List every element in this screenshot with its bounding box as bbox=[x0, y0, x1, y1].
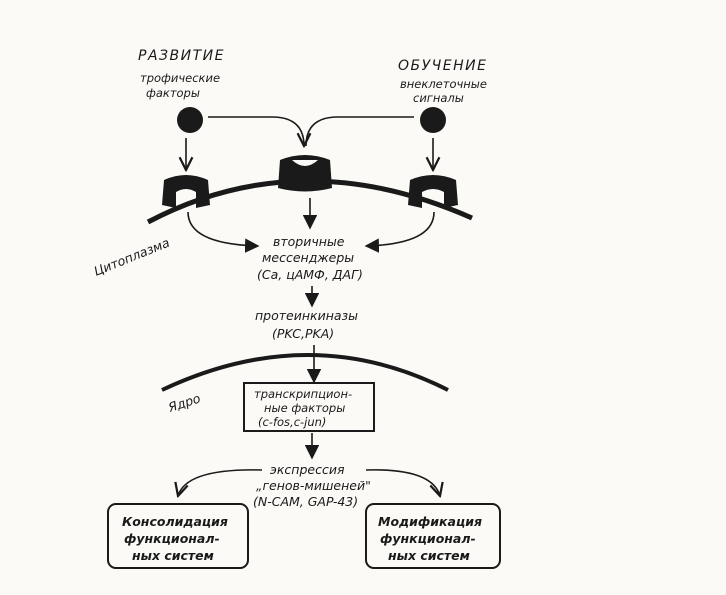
learning-sub2: сигналы bbox=[413, 91, 464, 105]
development-sub2: факторы bbox=[146, 86, 200, 100]
modification-line3: ных систем bbox=[388, 548, 470, 563]
expression-to-modification-arrow bbox=[365, 469, 440, 496]
right-to-messengers-arrow bbox=[364, 211, 435, 253]
consolidation-box bbox=[107, 503, 249, 569]
nuclear-membrane bbox=[161, 353, 449, 392]
transcription-line1: транскрипцион- bbox=[254, 387, 352, 401]
messengers-line2: мессенджеры bbox=[262, 250, 354, 265]
modification-line1: Модификация bbox=[378, 514, 482, 529]
consolidation-line1: Консолидация bbox=[122, 514, 228, 529]
modification-line2: функционал- bbox=[380, 531, 476, 546]
expression-line1: экспрессия bbox=[270, 462, 345, 477]
cytoplasm-label: Цитоплазма bbox=[92, 235, 172, 279]
left-receptor-icon bbox=[162, 175, 210, 208]
transcription-line3: (c-fos,c-jun) bbox=[258, 415, 326, 429]
learning-to-center-arrow bbox=[305, 116, 414, 147]
messengers-line3: (Ca, цАМФ, ДАГ) bbox=[257, 267, 363, 282]
expression-line3: (N-CAM, GAP-43) bbox=[253, 494, 358, 509]
development-to-center-arrow bbox=[208, 116, 304, 146]
learning-title: ОБУЧЕНИЕ bbox=[398, 58, 487, 74]
nucleus-label: Ядро bbox=[165, 390, 202, 415]
extracellular-signal-ligand-icon bbox=[420, 107, 446, 133]
learning-sub1: внеклеточные bbox=[400, 77, 487, 91]
left-to-messengers-arrow bbox=[187, 211, 260, 253]
consolidation-line3: ных систем bbox=[132, 548, 214, 563]
expression-to-consolidation-arrow bbox=[178, 469, 263, 496]
center-receptor-icon bbox=[278, 155, 332, 192]
transcription-line2: ные факторы bbox=[264, 401, 345, 415]
development-sub1: трофические bbox=[140, 71, 220, 85]
consolidation-line2: функционал- bbox=[124, 531, 220, 546]
expression-line2: „генов-мишеней" bbox=[256, 478, 371, 493]
transcription-factors-box bbox=[243, 382, 375, 432]
kinases-line2: (PKC,PKA) bbox=[272, 326, 334, 341]
trophic-factor-ligand-icon bbox=[177, 107, 203, 133]
messengers-line1: вторичные bbox=[273, 234, 345, 249]
modification-box bbox=[365, 503, 501, 569]
development-title: РАЗВИТИЕ bbox=[138, 48, 225, 64]
right-receptor-icon bbox=[408, 175, 458, 208]
kinases-line1: протеинкиназы bbox=[255, 308, 358, 323]
